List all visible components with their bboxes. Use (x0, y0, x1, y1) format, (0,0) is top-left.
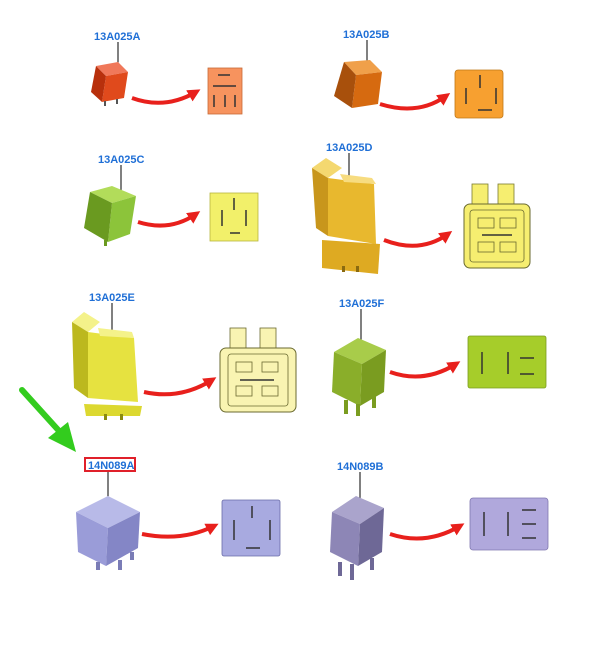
part-label-13A025F: 13A025F (339, 298, 385, 310)
relay-body-13A025E (72, 312, 142, 420)
part-14N089A: 14N089A (76, 457, 281, 570)
arrow-to-face (383, 231, 453, 248)
part-label-13A025D: 13A025D (326, 142, 373, 154)
arrow-to-face (379, 93, 451, 111)
relay-body-14N089A (76, 496, 140, 570)
relay-body-14N089B (330, 496, 384, 580)
part-label-13A025A: 13A025A (94, 31, 141, 43)
arrow-to-face (389, 361, 461, 379)
relay-face-13A025D (463, 183, 531, 269)
relay-face-14N089B (469, 497, 549, 551)
pointer-arrow (19, 387, 76, 452)
part-13A025F: 13A025F (332, 298, 547, 416)
part-label-13A025E: 13A025E (89, 292, 135, 304)
part-13A025A: 13A025A (91, 31, 243, 115)
arrow-to-face (137, 211, 201, 228)
relay-body-13A025F (332, 338, 386, 416)
part-label-14N089B: 14N089B (337, 461, 384, 473)
relay-body-13A025B (334, 60, 382, 108)
arrow-to-face (131, 89, 201, 105)
relay-face-13A025F (467, 335, 547, 389)
part-13A025B: 13A025B (334, 29, 504, 119)
relay-body-13A025D (312, 158, 380, 274)
part-label-13A025C: 13A025C (98, 154, 145, 166)
relay-face-13A025A (207, 67, 243, 115)
relay-face-13A025C (209, 192, 259, 242)
highlight-box (84, 457, 136, 472)
part-14N089B: 14N089B (330, 461, 549, 580)
relay-face-13A025E (219, 327, 297, 413)
arrow-to-face (141, 523, 219, 539)
part-13A025C: 13A025C (84, 154, 259, 246)
relay-body-13A025A (91, 62, 128, 106)
relay-face-14N089A (221, 499, 281, 557)
part-13A025E: 13A025E (72, 292, 297, 420)
part-13A025D: 13A025D (312, 142, 531, 274)
relay-body-13A025C (84, 186, 136, 246)
relay-face-13A025B (454, 69, 504, 119)
part-label-14N089A: 14N089A (88, 460, 135, 472)
arrow-to-face (389, 523, 465, 541)
part-label-13A025B: 13A025B (343, 29, 390, 41)
arrow-to-face (143, 377, 217, 397)
